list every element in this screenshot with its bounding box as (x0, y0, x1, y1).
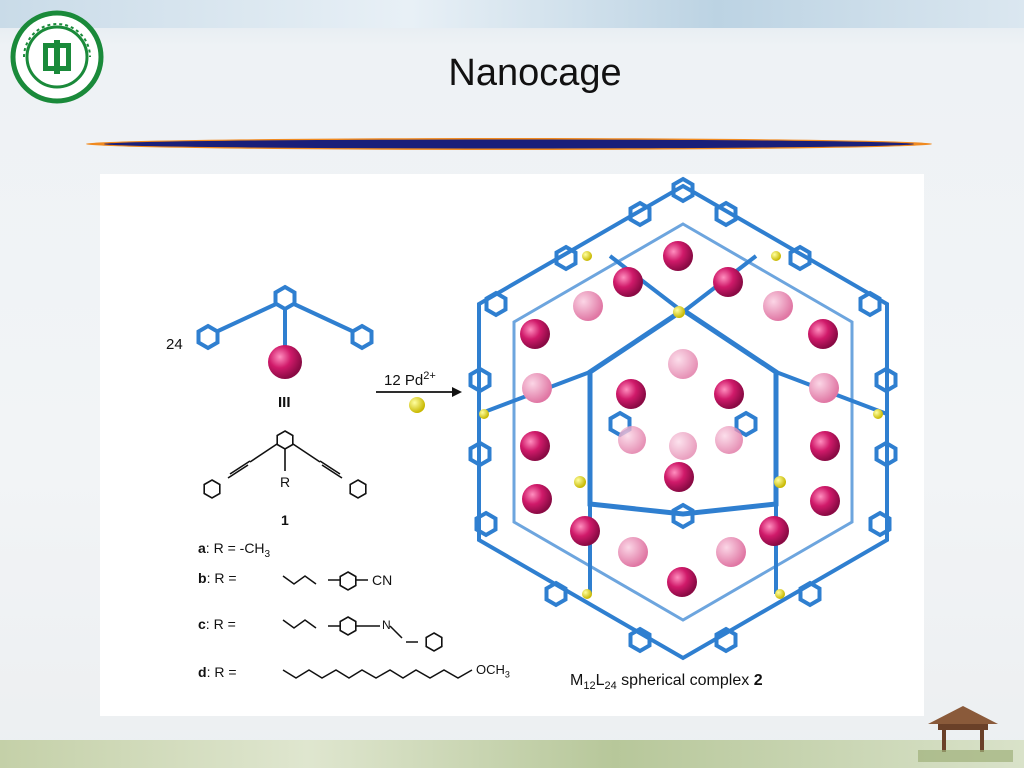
substituent-b-end: CN (372, 572, 393, 588)
substituent-b: b: R = (198, 570, 237, 586)
title-rule (86, 138, 932, 150)
ligand-count-label: 24 (166, 336, 183, 353)
reaction-scheme (196, 177, 898, 679)
substituent-d-chain (282, 669, 473, 679)
substituent-a: a: R = -CH3 (198, 540, 271, 560)
ligand-sphere (268, 345, 302, 379)
slide-title: Nanocage (448, 52, 622, 94)
pd-ion-sphere (409, 397, 425, 413)
ligand-cartoon (196, 285, 374, 379)
reaction-arrow (376, 387, 462, 413)
pavilion-decoration (918, 706, 1013, 762)
substituent-c-azo: N (382, 618, 391, 632)
ligand-number-label: 1 (281, 512, 289, 528)
nanocage-structure (468, 177, 898, 661)
substituent-d: d: R = (198, 664, 237, 680)
scheme-panel: 24 III 12 Pd2+ R 1 a: R = -CH3 b: R = CN… (100, 174, 924, 716)
bottom-decor-band (0, 740, 1024, 768)
substituent-b-chain (282, 571, 368, 591)
ligand-symbol-label: III (278, 394, 291, 411)
substituent-d-end: OCH3 (476, 662, 510, 680)
ligand-structure (203, 430, 367, 499)
substituent-c: c: R = (198, 616, 236, 632)
top-decor-band (0, 0, 1024, 28)
r-group-label: R (280, 474, 291, 490)
product-caption: M12L24 spherical complex 2 (570, 672, 763, 693)
reagent-label: 12 Pd2+ (384, 370, 436, 389)
substituent-c-chain (282, 616, 443, 652)
university-logo (10, 10, 104, 104)
